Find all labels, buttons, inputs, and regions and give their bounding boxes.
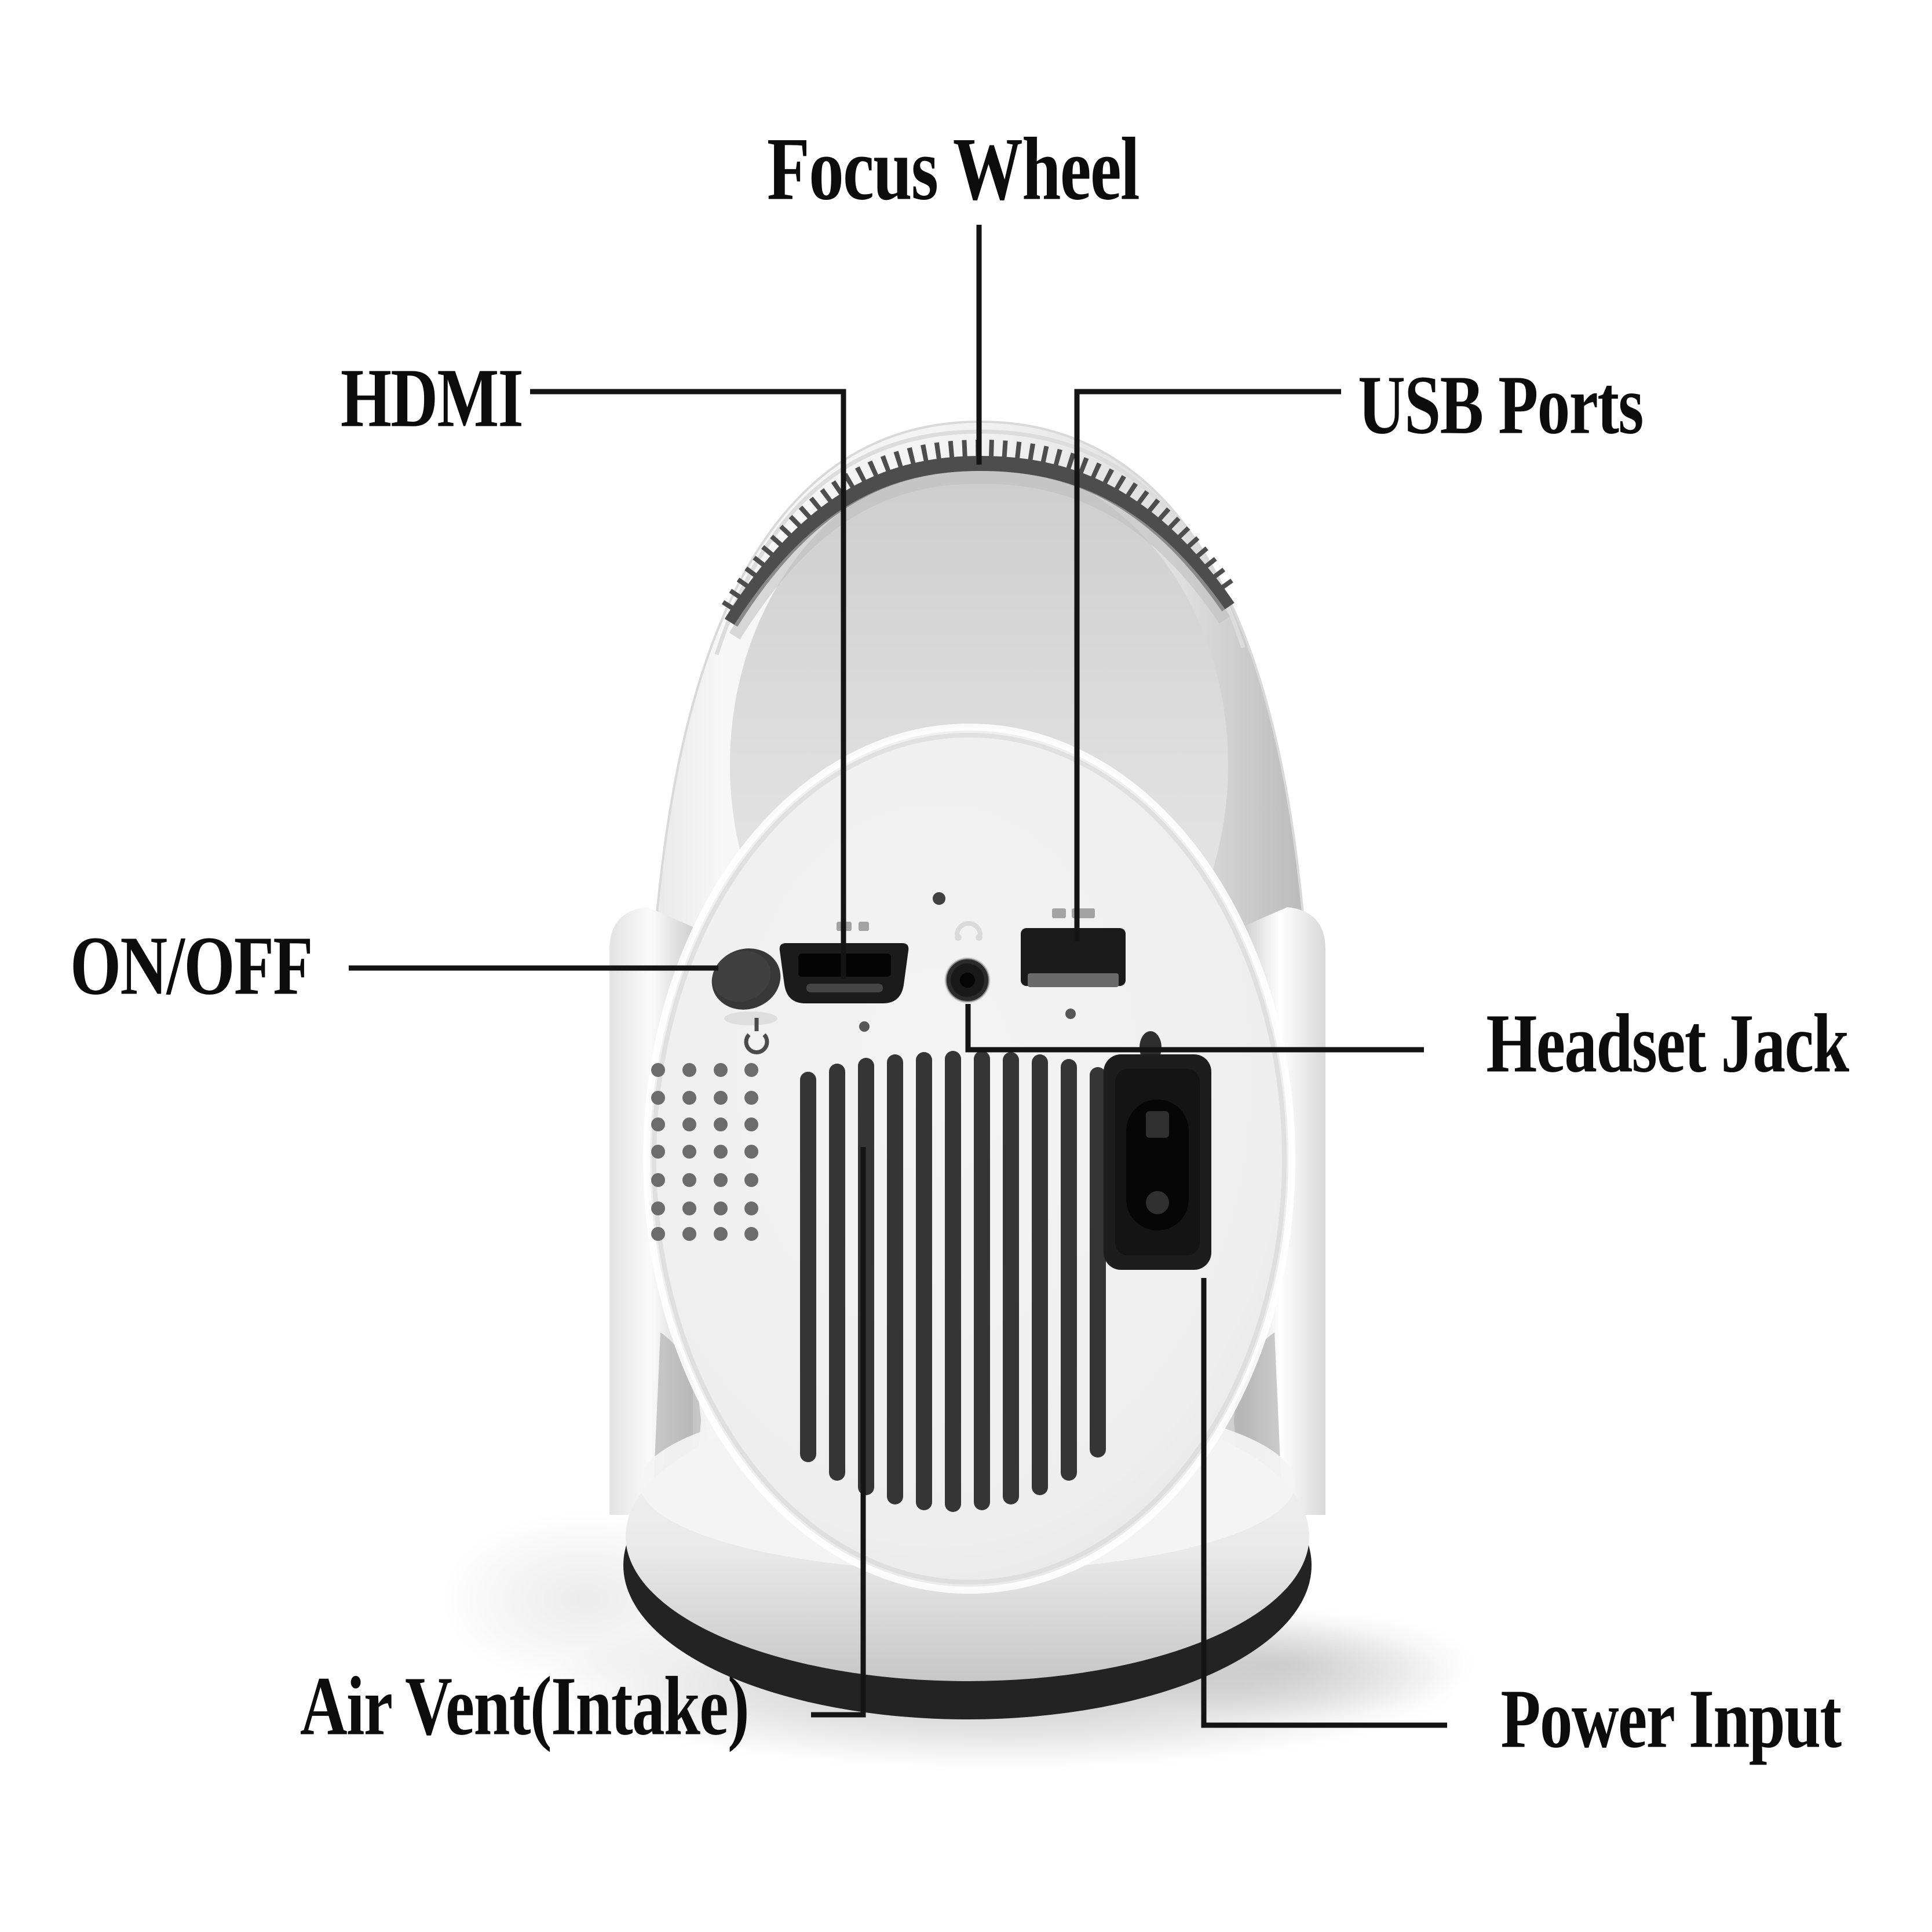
headset-jack-port [944, 957, 991, 1003]
leader-air-vent [811, 1147, 866, 1718]
power-inlet [1104, 1054, 1211, 1270]
speaker-grille [651, 1063, 758, 1241]
leader-power-input [1201, 1278, 1447, 1728]
leader-usb-ports [1074, 389, 1341, 941]
label-on-off: ON/OFF [70, 919, 313, 1013]
leader-lines [349, 225, 1447, 1728]
air-vent-grille [800, 1051, 1106, 1512]
leader-headset [965, 1004, 1424, 1053]
power-button [711, 948, 781, 1054]
label-headset-jack: Headset Jack [1486, 997, 1849, 1090]
label-hdmi: HDMI [340, 352, 524, 445]
label-usb-ports: USB Ports [1358, 359, 1644, 452]
usb-port [1021, 908, 1126, 1019]
pinhole [933, 892, 945, 905]
headset-icon [955, 921, 983, 941]
leader-hdmi [530, 389, 846, 979]
label-focus-wheel: Focus Wheel [766, 119, 1140, 219]
label-air-vent: Air Vent(Intake) [300, 1660, 750, 1753]
power-icon [744, 1018, 769, 1054]
label-power-input: Power Input [1500, 1672, 1842, 1766]
